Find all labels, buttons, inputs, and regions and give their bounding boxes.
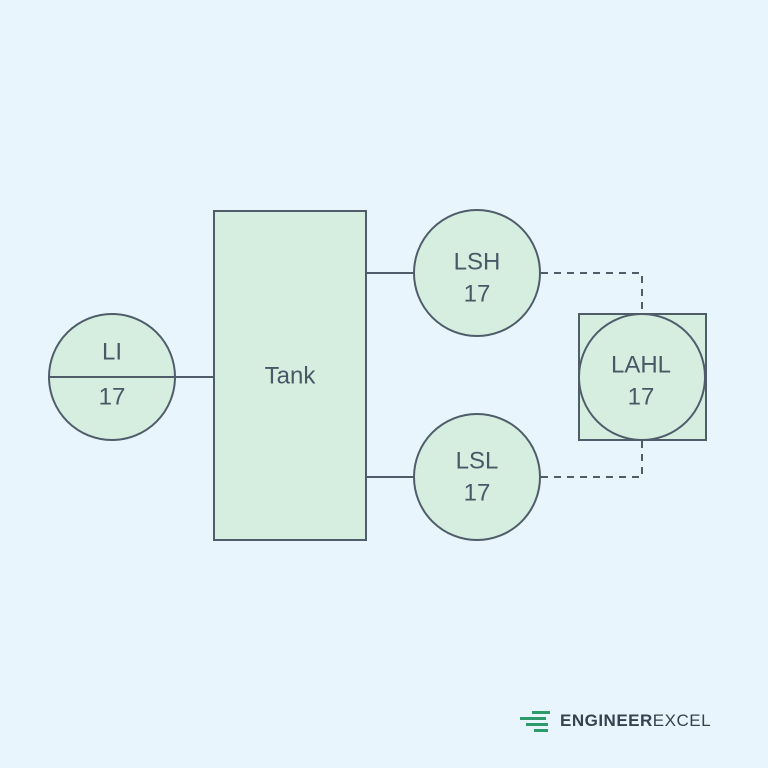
lahl-tag: LAHL <box>611 351 671 378</box>
engineerexcel-logo: ENGINEEREXCEL <box>518 709 711 733</box>
tank-vessel <box>213 210 367 541</box>
lsh-loop-number: 17 <box>464 280 491 307</box>
lsl-signal-line <box>541 440 643 478</box>
lahl-circle <box>578 313 706 441</box>
level-switch-low-bubble: LSL 17 <box>413 413 541 541</box>
brand-part2: EXCEL <box>652 711 712 730</box>
li-tag: LI <box>102 338 122 365</box>
level-switch-high-bubble: LSH 17 <box>413 209 541 337</box>
tank-label: Tank <box>265 362 317 389</box>
speed-lines-icon <box>520 711 550 732</box>
lsl-circle <box>413 413 541 541</box>
li-loop-number: 17 <box>99 383 126 410</box>
lsh-signal-line <box>541 272 643 314</box>
lsh-tag: LSH <box>454 248 501 275</box>
lsl-tag: LSL <box>456 447 499 474</box>
brand-part1: ENGINEER <box>560 711 653 730</box>
lahl-loop-number: 17 <box>628 383 655 410</box>
lsl-loop-number: 17 <box>464 479 491 506</box>
level-alarm-high-low-bubble: LAHL 17 <box>578 313 707 441</box>
lsh-circle <box>413 209 541 337</box>
level-indicator-bubble: LI 17 <box>48 313 176 441</box>
brand-wordmark: ENGINEEREXCEL <box>560 711 711 731</box>
